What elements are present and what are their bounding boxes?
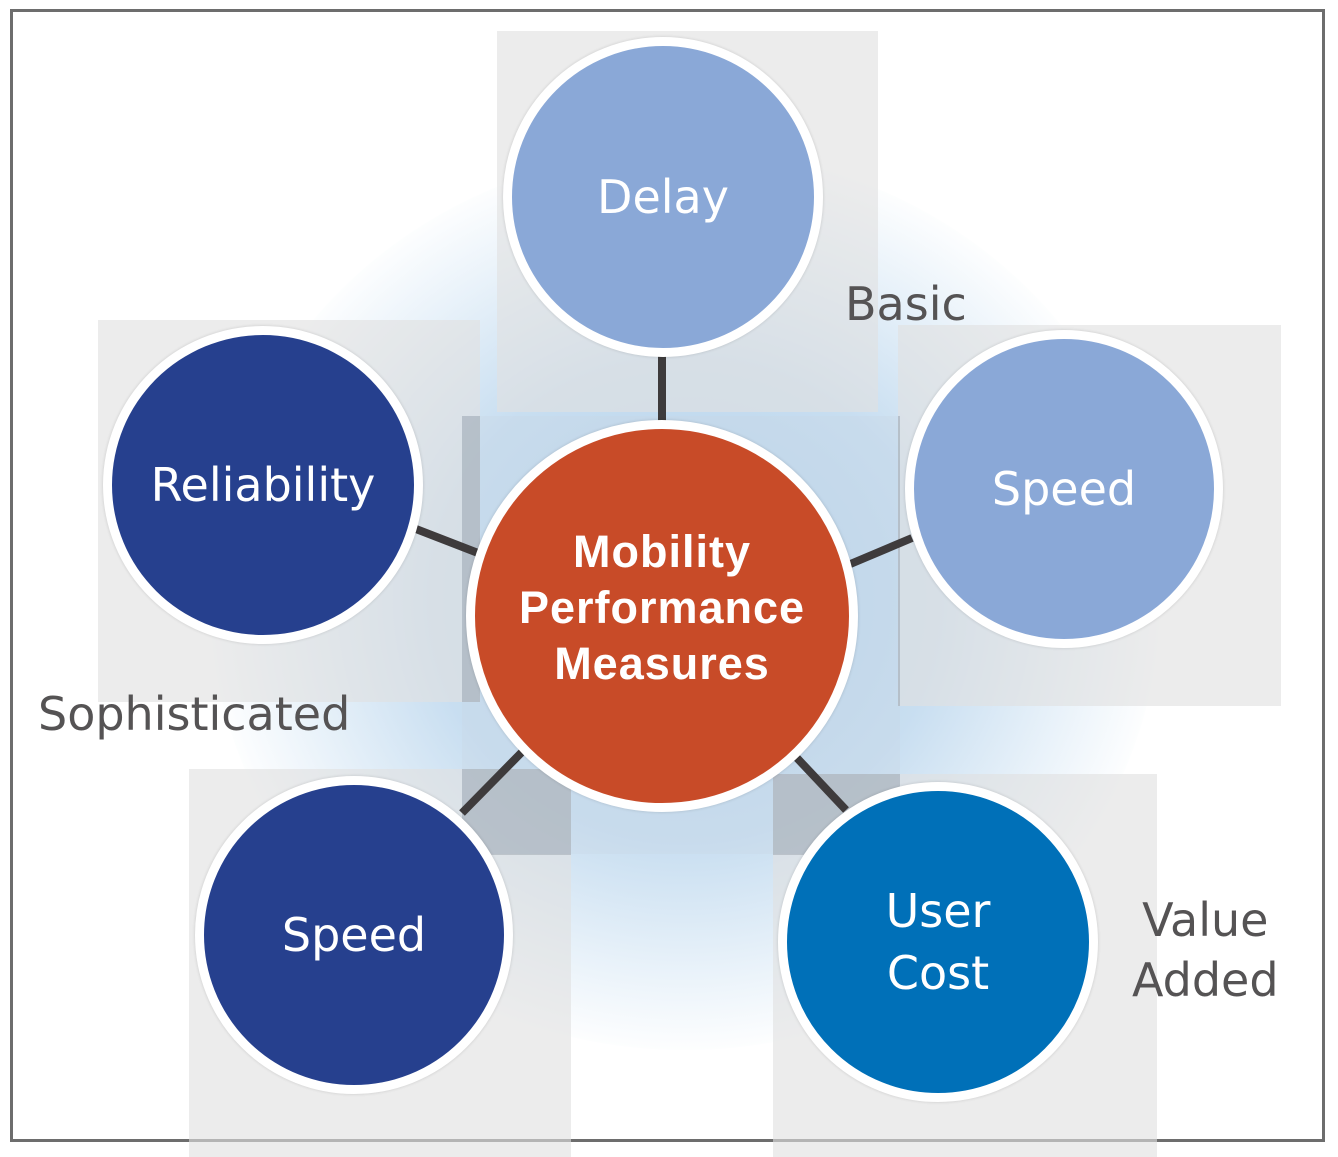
node-reliability: Reliability <box>103 326 423 644</box>
center-node: Mobility Performance Measures <box>466 420 858 812</box>
tier-label-value-added: Value Added <box>1132 893 1279 1007</box>
node-speed-sophisticated: Speed <box>195 776 513 1094</box>
connector-user-cost <box>794 755 849 813</box>
panel-overlap-right <box>898 416 900 706</box>
connector-speed-sophisticated <box>459 749 525 816</box>
node-user-cost: User Cost <box>778 782 1098 1102</box>
node-delay: Delay <box>503 37 823 357</box>
tier-label-sophisticated: Sophisticated <box>38 687 351 741</box>
node-speed-sophisticated-label: Speed <box>281 908 427 962</box>
connector-reliability <box>414 525 480 557</box>
node-reliability-label: Reliability <box>150 458 376 512</box>
center-node-label: Mobility Performance Measures <box>518 526 806 689</box>
tier-label-basic: Basic <box>845 277 967 331</box>
node-speed-basic: Speed <box>905 330 1223 648</box>
node-speed-basic-label: Speed <box>991 462 1137 516</box>
node-user-cost-label: User Cost <box>885 884 991 1000</box>
connector-speed-basic <box>846 534 914 569</box>
node-delay-label: Delay <box>597 170 729 224</box>
